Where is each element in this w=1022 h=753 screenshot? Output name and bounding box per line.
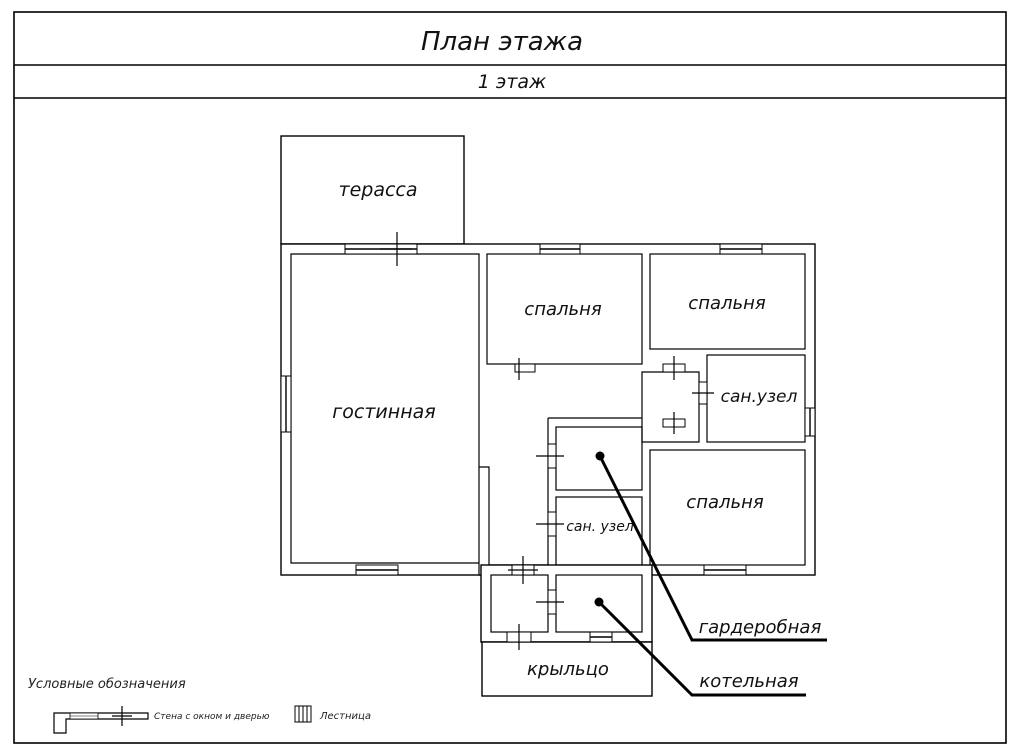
door-boiler — [536, 589, 564, 615]
doors — [380, 232, 714, 650]
room-label-living: гостинная — [332, 401, 435, 423]
door-entrance — [506, 624, 532, 650]
room-label-bedroom-br: спальня — [686, 492, 764, 513]
door-bedroom-tl — [514, 358, 536, 380]
living-room-space — [290, 253, 490, 576]
legend: Условные обозначения Стена с окном и две… — [28, 677, 371, 734]
legend-title: Условные обозначения — [28, 677, 186, 692]
door-bedroom-br — [662, 412, 686, 434]
room-label-terrace: терасса — [339, 179, 418, 201]
door-terrace — [380, 232, 412, 266]
room-label-bathroom-right: сан.узел — [721, 387, 798, 407]
legend-stairs-symbol — [294, 705, 312, 723]
room-label-bedroom-tr: спальня — [688, 293, 766, 314]
legend-stairs-label: Лестница — [319, 711, 371, 722]
callout-label-wardrobe: гардеробная — [699, 617, 822, 638]
room-label-bathroom-center: сан. узел — [566, 519, 634, 535]
callout-label-boiler: котельная — [699, 671, 798, 692]
terrace-outline — [280, 135, 465, 245]
bedroom-top-right-space — [649, 253, 806, 350]
room-spaces — [290, 253, 806, 576]
legend-wall-label: Стена с окном и дверью — [154, 712, 270, 722]
floor-subtitle: 1 этаж — [478, 71, 546, 93]
room-label-bedroom-tl: спальня — [524, 299, 602, 320]
vestibule-space — [490, 574, 549, 633]
corridor-space — [548, 371, 700, 443]
porch-outline — [481, 641, 653, 697]
annex-walls — [480, 564, 653, 643]
door-bedroom-tr — [662, 356, 686, 380]
legend-wall-symbol — [53, 706, 149, 734]
plan-title: План этажа — [421, 27, 583, 57]
callout-wardrobe: гардеробная — [595, 451, 827, 642]
door-bathroom-right — [692, 381, 714, 405]
bedroom-top-left-space — [486, 253, 643, 365]
room-label-porch: крыльцо — [527, 659, 609, 680]
callout-boiler: котельная — [594, 597, 806, 697]
bathroom-right-space — [706, 354, 806, 443]
bedroom-bottom-right-space — [649, 449, 806, 566]
door-bathroom-center — [536, 511, 564, 537]
door-vestibule-living — [508, 556, 538, 584]
door-wardrobe — [536, 443, 564, 469]
